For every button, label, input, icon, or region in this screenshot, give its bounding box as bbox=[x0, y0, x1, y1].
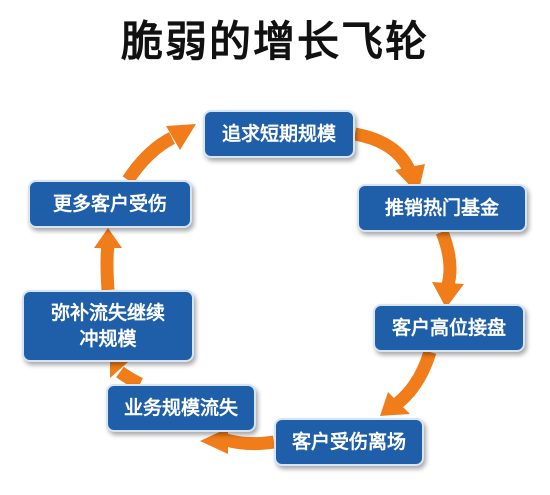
diagram-title: 脆弱的增长飞轮 bbox=[120, 17, 429, 66]
arrowhead-2 bbox=[432, 282, 464, 308]
node-short-term-scale: 追求短期规模 bbox=[203, 110, 355, 158]
node-business-scale-loss: 业务规模流失 bbox=[106, 384, 256, 432]
arrow-more-harm-to-short-scale bbox=[122, 132, 176, 184]
arrow-scale-loss-to-refill bbox=[116, 366, 143, 390]
arrowhead-7 bbox=[166, 124, 196, 150]
node-client-high-entry: 客户高位接盘 bbox=[373, 304, 525, 352]
node-push-hot-funds: 推销热门基金 bbox=[357, 184, 527, 232]
arrow-short-scale-to-hot-funds bbox=[353, 127, 417, 175]
node-client-hurt-exit: 客户受伤离场 bbox=[274, 418, 424, 466]
node-more-clients-hurt: 更多客户受伤 bbox=[28, 180, 192, 228]
arrow-refill-to-more-harm bbox=[100, 243, 115, 291]
arrowhead-3 bbox=[380, 392, 410, 416]
arrowhead-6 bbox=[94, 228, 122, 248]
arrow-client-exit-to-scale-loss bbox=[224, 433, 275, 451]
arrowhead-5 bbox=[110, 358, 128, 378]
node-refill-loss-push-scale: 弥补流失继续 冲规模 bbox=[22, 290, 194, 362]
arrow-hot-funds-to-high-entry bbox=[435, 229, 457, 287]
arrow-high-entry-to-client-exit bbox=[393, 349, 437, 409]
arrowhead-4 bbox=[200, 428, 228, 454]
